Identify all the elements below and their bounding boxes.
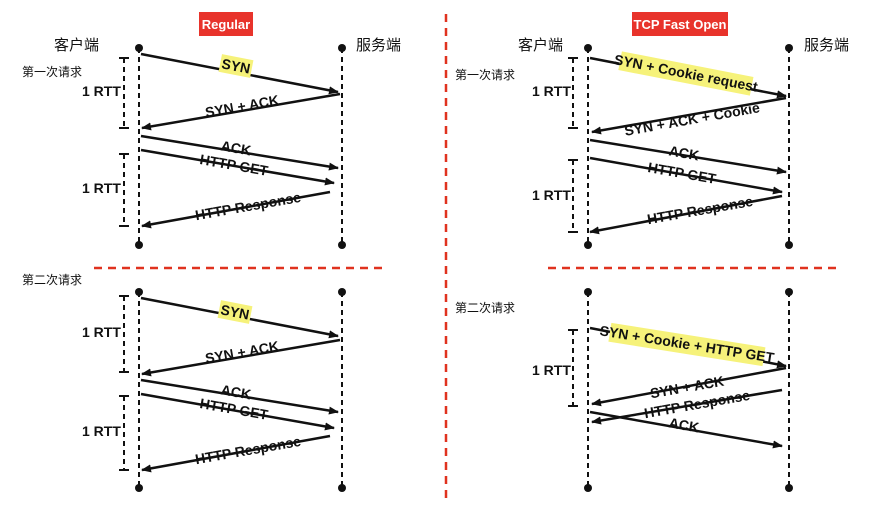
tfo-request2-label: 第二次请求	[455, 301, 515, 315]
msg-syn: SYN	[220, 55, 251, 76]
lifeline-dot	[338, 241, 346, 249]
tfo-badge	[632, 12, 728, 36]
lifeline-dot	[785, 484, 793, 492]
arrow-http-get	[140, 148, 335, 186]
msg-syn-ack: SYN + ACK	[204, 338, 280, 367]
regular-request2-label: 第二次请求	[22, 273, 82, 287]
rtt-label: 1 RTT	[532, 362, 571, 378]
msg-http-get: HTTP GET	[647, 159, 718, 187]
lifeline-dot	[135, 484, 143, 492]
syn-highlight	[217, 300, 253, 324]
lifeline-dot	[584, 484, 592, 492]
msg-http-response: HTTP Response	[194, 433, 302, 467]
syn-cookie-highlight	[618, 51, 754, 96]
lifeline-dot	[135, 44, 143, 52]
arrow-syn-ack	[141, 338, 341, 377]
lifeline-dot	[338, 484, 346, 492]
msg-ack: ACK	[220, 381, 253, 402]
regular-client-label: 客户端	[54, 36, 99, 54]
lifeline-dot	[338, 44, 346, 52]
msg-syn-ack: SYN + ACK	[204, 92, 280, 121]
regular-request1-label: 第一次请求	[22, 65, 82, 79]
msg-ack: ACK	[668, 142, 701, 163]
rtt-label: 1 RTT	[82, 423, 121, 439]
arrow-http-response	[141, 434, 331, 473]
tfo-request1-label: 第一次请求	[455, 68, 515, 82]
tfo-server-label: 服务端	[804, 36, 849, 54]
msg-syn-ack-cookie: SYN + ACK + Cookie	[623, 99, 761, 139]
lifeline-dot	[584, 44, 592, 52]
rtt-bracket	[568, 57, 578, 407]
lifeline-dot	[785, 241, 793, 249]
lifeline-dot	[135, 288, 143, 296]
arrow-syn-ack	[591, 366, 787, 407]
arrow-ack	[589, 138, 787, 175]
lifeline-dot	[135, 241, 143, 249]
arrow-syn-ack	[141, 92, 341, 131]
arrow-ack	[140, 134, 339, 171]
syn-highlight	[218, 54, 254, 78]
msg-syn: SYN	[219, 301, 250, 322]
msg-http-response: HTTP Response	[646, 193, 754, 227]
syn-cookie-get-highlight	[608, 322, 766, 367]
rtt-label: 1 RTT	[82, 180, 121, 196]
arrow-syn-ack-cookie	[591, 96, 787, 135]
arrow-ack	[140, 378, 339, 415]
arrow-http-response	[589, 194, 783, 235]
lifeline-dot	[584, 241, 592, 249]
tfo-panel: TCP Fast Open 客户端 服务端 第一次请求 第二次请求 1 RTT …	[455, 12, 849, 492]
rtt-label: 1 RTT	[82, 324, 121, 340]
msg-ack: ACK	[220, 137, 253, 158]
lifeline-dot	[785, 44, 793, 52]
msg-ack: ACK	[668, 414, 701, 435]
arrow-ack	[589, 410, 783, 449]
rtt-label: 1 RTT	[532, 83, 571, 99]
arrow-http-get	[140, 392, 335, 431]
tfo-client-label: 客户端	[518, 36, 563, 54]
regular-server-label: 服务端	[356, 36, 401, 54]
regular-badge-label: Regular	[202, 17, 250, 32]
arrow-http-response	[591, 388, 783, 425]
lifeline-dot	[338, 288, 346, 296]
msg-http-response: HTTP Response	[194, 189, 302, 223]
regular-panel: Regular 客户端 服务端 第一次请求 第二次请求 1 RTT	[22, 12, 401, 492]
arrow-http-response	[141, 190, 331, 229]
lifeline-dot	[584, 288, 592, 296]
arrow-http-get	[589, 156, 783, 195]
rtt-label: 1 RTT	[532, 187, 571, 203]
tfo-badge-label: TCP Fast Open	[634, 17, 727, 32]
regular-badge	[199, 12, 253, 36]
rtt-bracket	[119, 57, 129, 471]
rtt-label: 1 RTT	[82, 83, 121, 99]
lifeline-dot	[785, 288, 793, 296]
